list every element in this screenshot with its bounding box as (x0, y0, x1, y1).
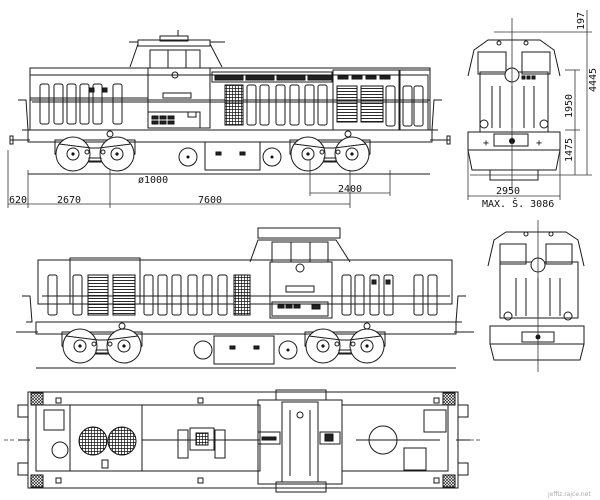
dim-wheel-diameter: ø1000 (138, 175, 168, 186)
dim-lower-height: 1475 (564, 138, 575, 162)
dim-total-height: 4445 (588, 68, 599, 92)
dim-bogie-wheelbase: 2400 (338, 184, 362, 195)
svg-text:+: + (536, 138, 542, 149)
front-view-dimensions: 197 4445 1950 1475 2950 MAX. Š. 3086 (467, 10, 599, 210)
svg-text:+: + (483, 138, 489, 149)
side-view-right (16, 227, 474, 369)
side-view-left (9, 30, 451, 175)
top-view (4, 389, 482, 493)
watermark: jeffiz.rajce.net (547, 491, 591, 498)
end-view (487, 220, 585, 372)
side-view-dimensions: 620 2670 7600 2400 ø1000 (7, 150, 391, 208)
dim-body-width: 2950 (496, 186, 520, 197)
dim-bogie-centers: 7600 (198, 195, 222, 206)
dim-upper-body-height: 1950 (564, 94, 575, 118)
dim-max-width: MAX. Š. 3086 (482, 197, 554, 210)
dim-roof-extra-height: 197 (576, 12, 587, 30)
front-view: + + (467, 18, 561, 190)
dim-bogie-pivot-offset: 2670 (57, 195, 81, 206)
dim-buffer-overhang: 620 (9, 195, 27, 206)
